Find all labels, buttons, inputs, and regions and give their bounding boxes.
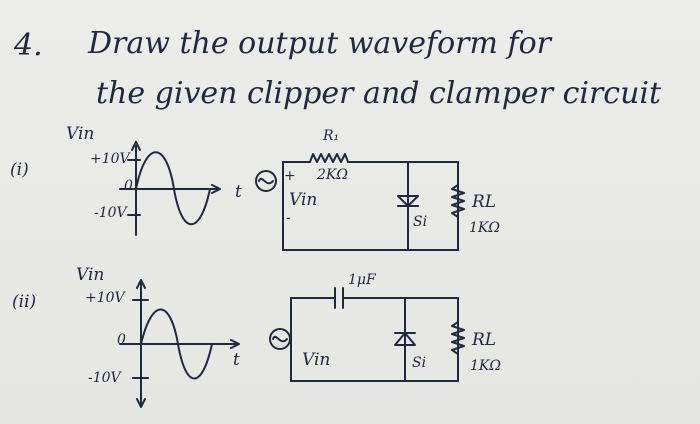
resistor-r1-value: 2KΩ [317, 167, 348, 183]
waveform-i-neg-peak: -10V [94, 205, 127, 221]
waveform-i-time-label: t [235, 182, 242, 202]
load-i-name: RL [472, 192, 497, 212]
waveform-i-pos-peak: +10V [90, 151, 130, 167]
source-i-label: Vin [289, 190, 318, 210]
waveform-ii-zero: 0 [117, 332, 126, 348]
part-i-label: (i) [10, 160, 29, 180]
waveform-i-vin-label: Vin [66, 124, 95, 144]
question-number: 4. [14, 28, 43, 63]
waveform-ii [119, 279, 240, 408]
waveform-ii-time-label: t [233, 350, 240, 370]
clipper-circuit [255, 153, 465, 251]
load-ii-name: RL [472, 330, 497, 350]
source-i-minus: - [286, 210, 291, 226]
load-i-value: 1KΩ [469, 220, 500, 236]
diode-i-label: Si [413, 214, 428, 230]
waveform-ii-pos-peak: +10V [85, 290, 125, 306]
question-line-2: the given clipper and clamper circuit [96, 76, 662, 111]
source-i-plus: + [284, 168, 296, 184]
source-ii-label: Vin [302, 350, 331, 370]
waveform-i [119, 141, 221, 236]
waveform-ii-vin-label: Vin [76, 265, 105, 285]
diode-ii-label: Si [412, 355, 427, 371]
part-ii-label: (ii) [12, 292, 37, 312]
load-ii-value: 1KΩ [470, 358, 501, 374]
question-line-1: Draw the output waveform for [88, 26, 551, 61]
clamper-circuit [269, 287, 465, 382]
capacitor-value: 1μF [348, 272, 376, 288]
waveform-ii-neg-peak: -10V [88, 370, 121, 386]
waveform-i-zero: 0 [124, 178, 133, 194]
resistor-r1-label: R₁ [323, 128, 340, 144]
